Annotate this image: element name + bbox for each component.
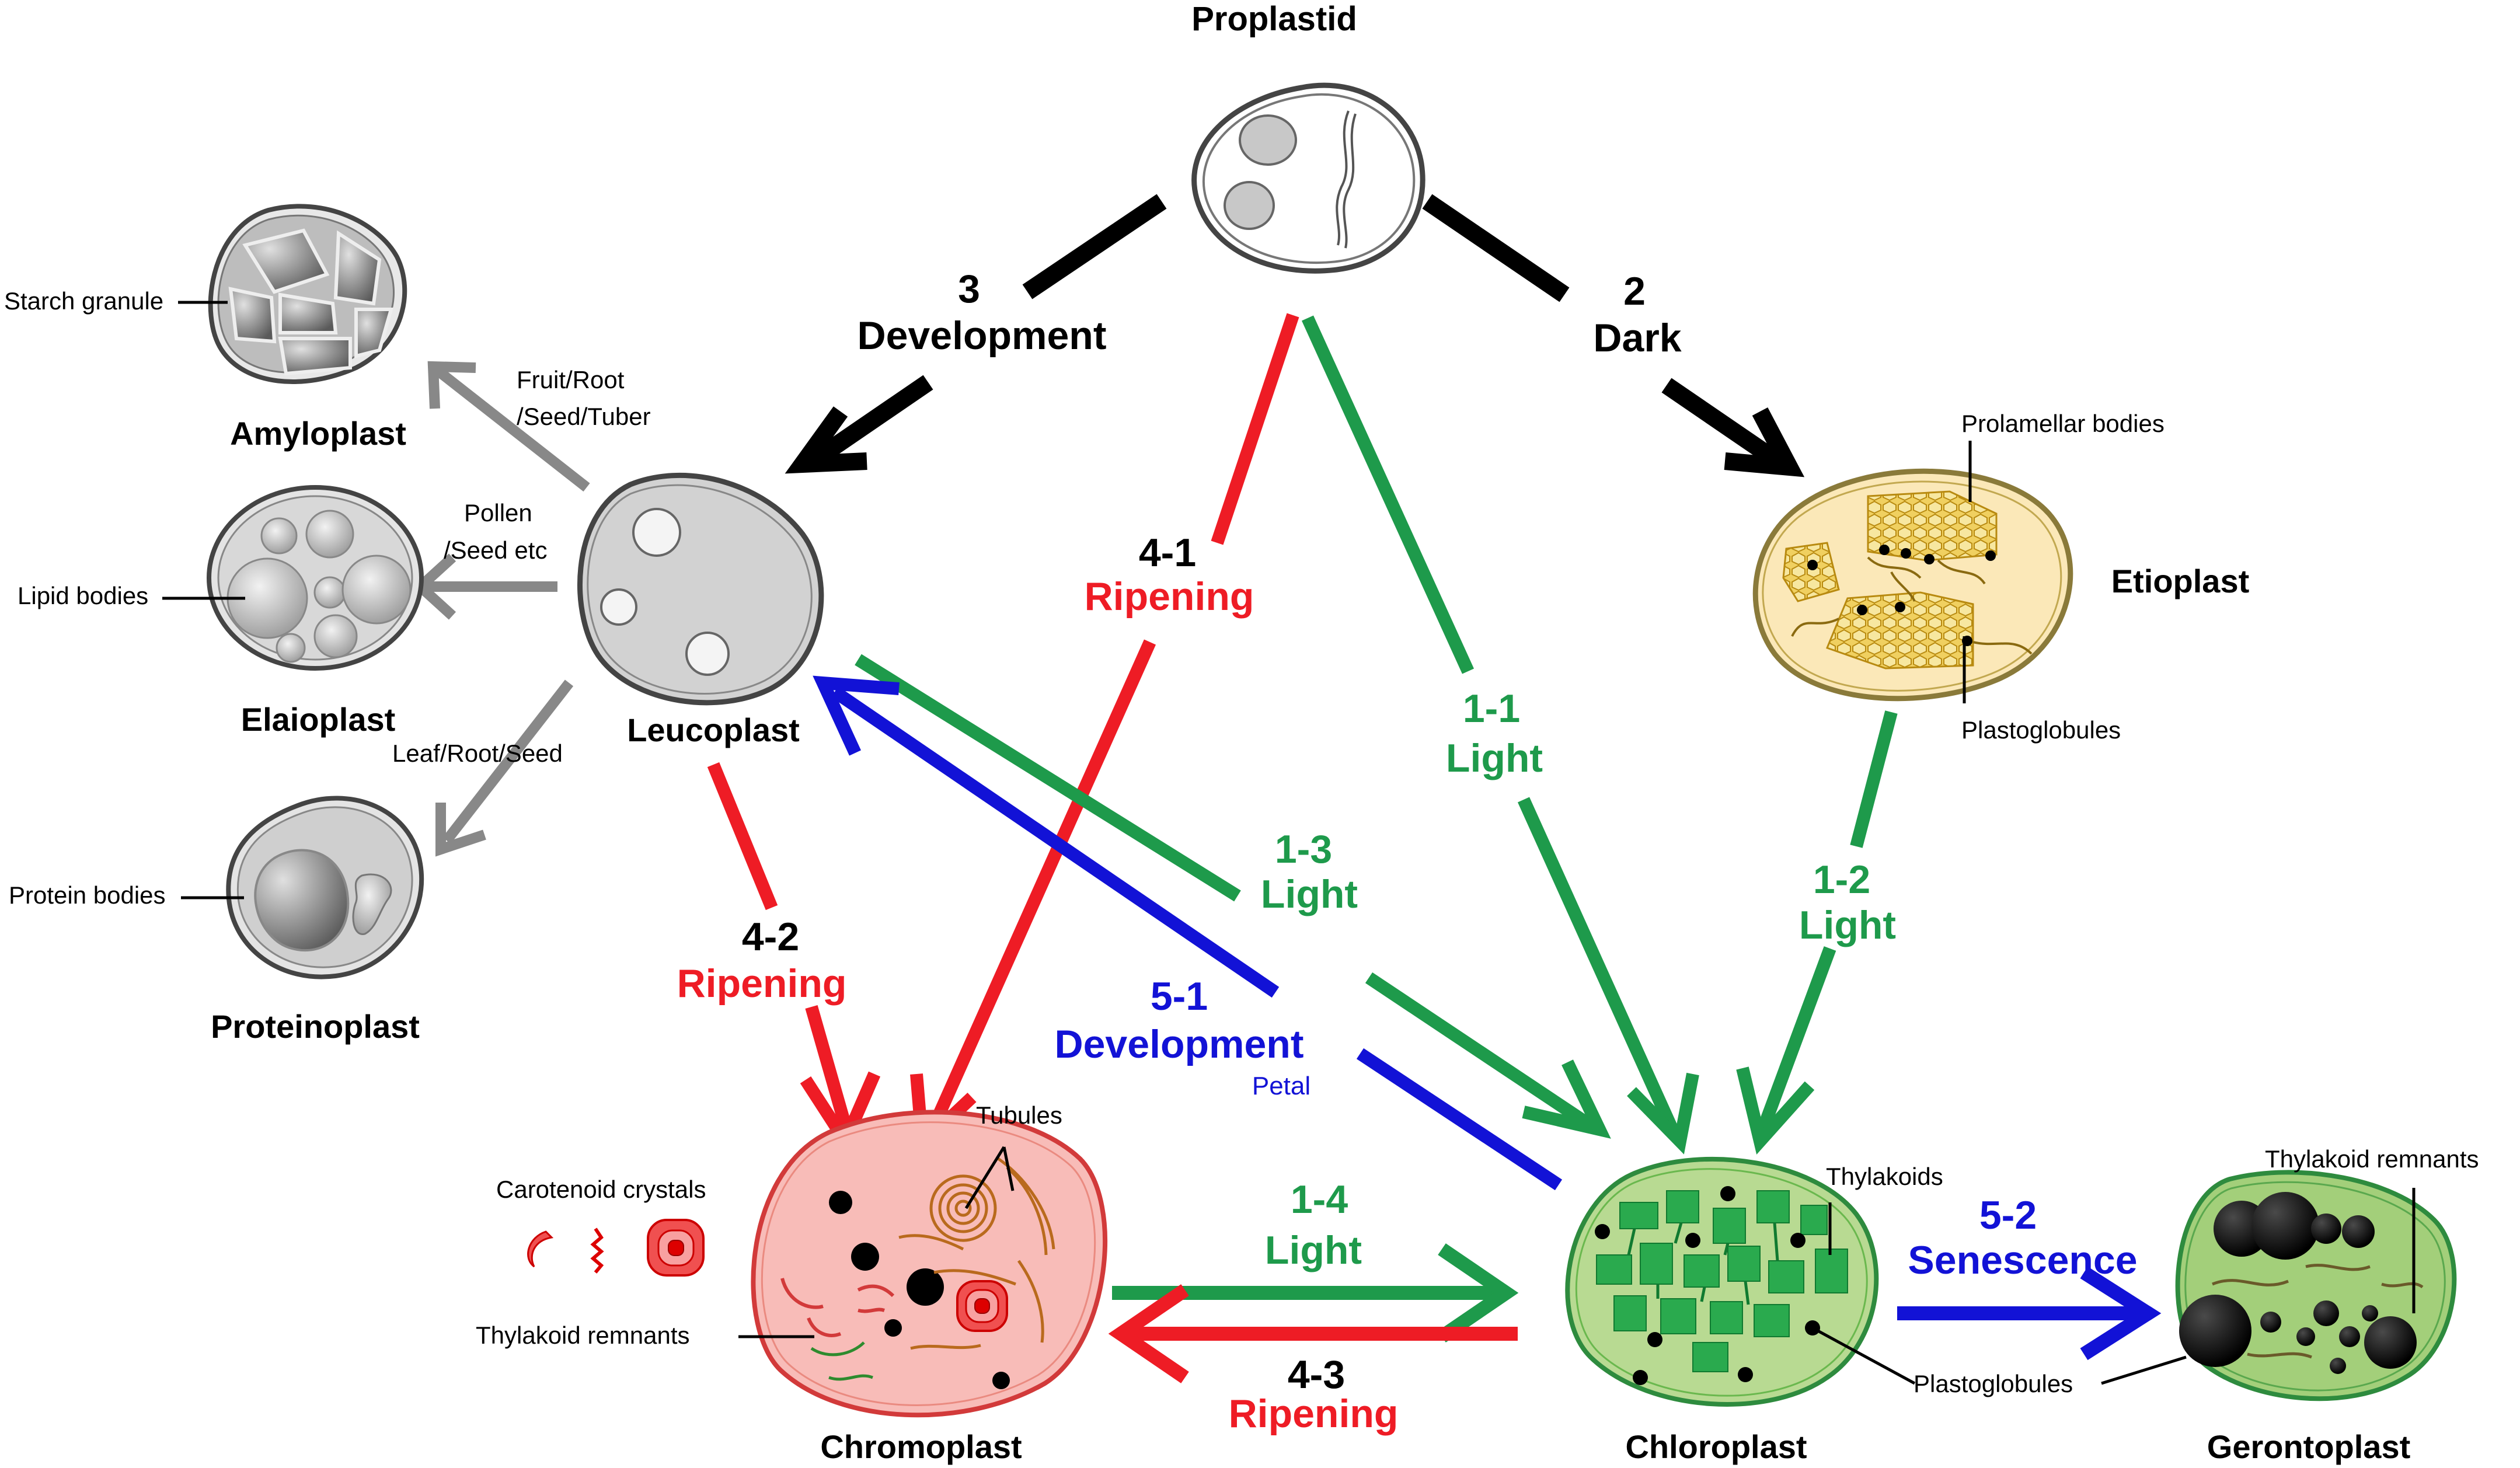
arrow-5-2-senescence: [1897, 1266, 2162, 1361]
proteinoplast: [226, 796, 424, 979]
transition-5-1-name: Development: [1055, 1022, 1304, 1066]
label-protein-bodies: Protein bodies: [9, 881, 166, 909]
arrow-2-dark: [1422, 194, 1805, 477]
transition-1-4-name: Light: [1265, 1228, 1362, 1272]
plastid-name-amyloplast: Amyloplast: [230, 415, 406, 452]
arrow-4-3-ripening: [1108, 1284, 1518, 1383]
transition-4-1-number: 4-1: [1139, 531, 1196, 575]
transition-5-2-name: Senescence: [1908, 1238, 2137, 1282]
arrow-3-development: [785, 194, 1167, 474]
label-pollen: Pollen: [464, 499, 532, 526]
arrow-1-1-light: [1301, 315, 1699, 1155]
transition-4-2-name: Ripening: [677, 961, 847, 1006]
transition-3-number: 3: [958, 267, 980, 311]
transition-4-1-name: Ripening: [1085, 574, 1254, 619]
label-thylakoid-remnants-gerontoplast: Thylakoid remnants: [2265, 1145, 2479, 1173]
elaioplast: [207, 485, 424, 671]
plastid-name-etioplast: Etioplast: [2111, 563, 2249, 599]
gerontoplast: [2175, 1170, 2457, 1401]
label-starch-granule: Starch granule: [4, 287, 163, 315]
proplastid: [1191, 82, 1425, 274]
transition-1-1-name: Light: [1446, 736, 1543, 780]
label-tubules: Tubules: [976, 1101, 1062, 1129]
plastid-name-proplastid: Proplastid: [1191, 0, 1357, 38]
transition-5-2-number: 5-2: [1979, 1193, 2037, 1237]
transition-2-name: Dark: [1593, 316, 1681, 360]
label-lipid-bodies: Lipid bodies: [18, 582, 148, 609]
label-carotenoid-crystals: Carotenoid crystals: [496, 1176, 706, 1203]
transition-3-name: Development: [858, 313, 1107, 358]
chloroplast: [1565, 1156, 1879, 1407]
carotenoid-crystals: [527, 1219, 705, 1277]
plastid-name-leucoplast: Leucoplast: [627, 712, 800, 748]
plastid-name-gerontoplast: Gerontoplast: [2207, 1428, 2410, 1465]
leader-lines: [162, 301, 2416, 1385]
transition-1-3-name: Light: [1261, 872, 1358, 916]
label-plastoglobules-etioplast: Plastoglobules: [1961, 716, 2121, 744]
label-thylakoid-remnants-chromoplast: Thylakoid remnants: [476, 1321, 690, 1349]
amyloplast: [208, 204, 407, 384]
arrow-1-2-light: [1736, 710, 1898, 1155]
arrow-gray-amyloplast: [427, 361, 590, 492]
transition-5-1-note: Petal: [1252, 1072, 1310, 1100]
etioplast: [1752, 468, 2073, 702]
transition-5-1-number: 5-1: [1151, 974, 1208, 1019]
label-leaf-root-seed: Leaf/Root/Seed: [392, 740, 563, 767]
arrow-gray-proteinoplast: [435, 679, 574, 857]
transition-1-4-number: 1-4: [1291, 1177, 1348, 1222]
plastid-name-chloroplast: Chloroplast: [1625, 1428, 1807, 1465]
transition-2-number: 2: [1623, 269, 1646, 313]
transition-1-1-number: 1-1: [1463, 686, 1520, 731]
transition-4-3-name: Ripening: [1229, 1392, 1399, 1436]
chromoplast: [751, 1110, 1107, 1418]
label-seed-etc: /Seed etc: [444, 536, 547, 564]
arrow-5-1-development: [813, 675, 1563, 1191]
transition-1-3-number: 1-3: [1275, 827, 1332, 871]
plastid-name-proteinoplast: Proteinoplast: [211, 1008, 420, 1045]
plastid-name-chromoplast: Chromoplast: [820, 1428, 1022, 1465]
transition-1-2-number: 1-2: [1813, 857, 1870, 902]
transition-1-2-name: Light: [1799, 903, 1896, 947]
label-thylakoids: Thylakoids: [1826, 1163, 1943, 1190]
label-plastoglobules-chloroplast: Plastoglobules: [1913, 1370, 2073, 1397]
label-prolamellar-bodies: Prolamellar bodies: [1961, 410, 2165, 437]
transition-4-3-number: 4-3: [1288, 1352, 1345, 1397]
label-fruit-root: Fruit/Root: [517, 366, 625, 393]
plastid-name-elaioplast: Elaioplast: [241, 701, 396, 738]
transition-4-2-number: 4-2: [742, 915, 799, 959]
leucoplast: [577, 472, 824, 706]
label-seed-tuber: /Seed/Tuber: [517, 403, 651, 430]
arrow-1-3-light: [855, 654, 1611, 1139]
arrow-gray-elaioplast: [412, 553, 557, 620]
